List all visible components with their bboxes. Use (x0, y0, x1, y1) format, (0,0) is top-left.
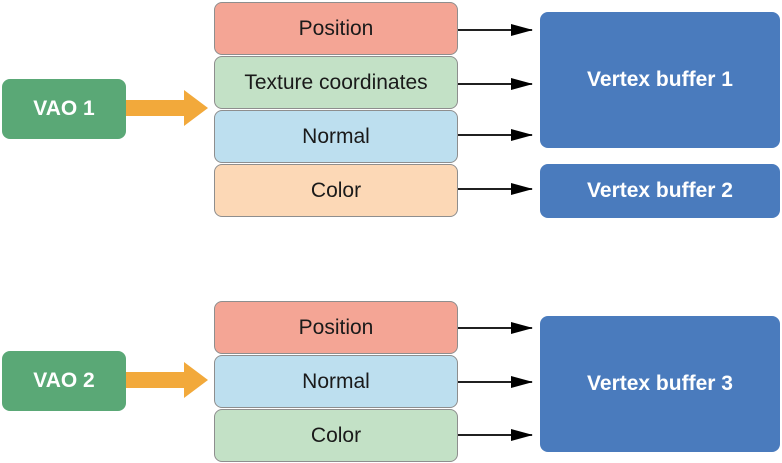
attribute-position-1: Position (214, 2, 458, 55)
attribute-texture-coordinates: Texture coordinates (214, 56, 458, 109)
vertex-buffer-1: Vertex buffer 1 (540, 12, 780, 148)
attribute-label: Color (310, 178, 362, 202)
attribute-label: Normal (302, 124, 370, 148)
attribute-normal-1: Normal (214, 110, 458, 163)
attribute-normal-2: Normal (214, 355, 458, 408)
vao-2-box: VAO 2 (2, 351, 126, 411)
vao2-arrow (124, 362, 208, 398)
vertex-buffer-label: Vertex buffer 3 (587, 372, 733, 395)
vao-1-box: VAO 1 (2, 79, 126, 139)
attribute-label: Position (298, 16, 374, 40)
vao1-arrow (124, 90, 208, 126)
vao-2-label: VAO 2 (33, 369, 95, 392)
attribute-label: Normal (302, 369, 370, 393)
vertex-buffer-label: Vertex buffer 2 (587, 179, 733, 202)
vertex-buffer-3: Vertex buffer 3 (540, 316, 780, 452)
attribute-color-2: Color (214, 409, 458, 462)
attribute-label: Texture coordinates (244, 70, 428, 94)
vao-1-label: VAO 1 (33, 97, 95, 120)
attribute-color-1: Color (214, 164, 458, 217)
vertex-buffer-label: Vertex buffer 1 (587, 68, 733, 91)
attribute-label: Color (310, 423, 362, 447)
attribute-position-2: Position (214, 301, 458, 354)
attribute-label: Position (298, 315, 374, 339)
vertex-buffer-2: Vertex buffer 2 (540, 164, 780, 218)
